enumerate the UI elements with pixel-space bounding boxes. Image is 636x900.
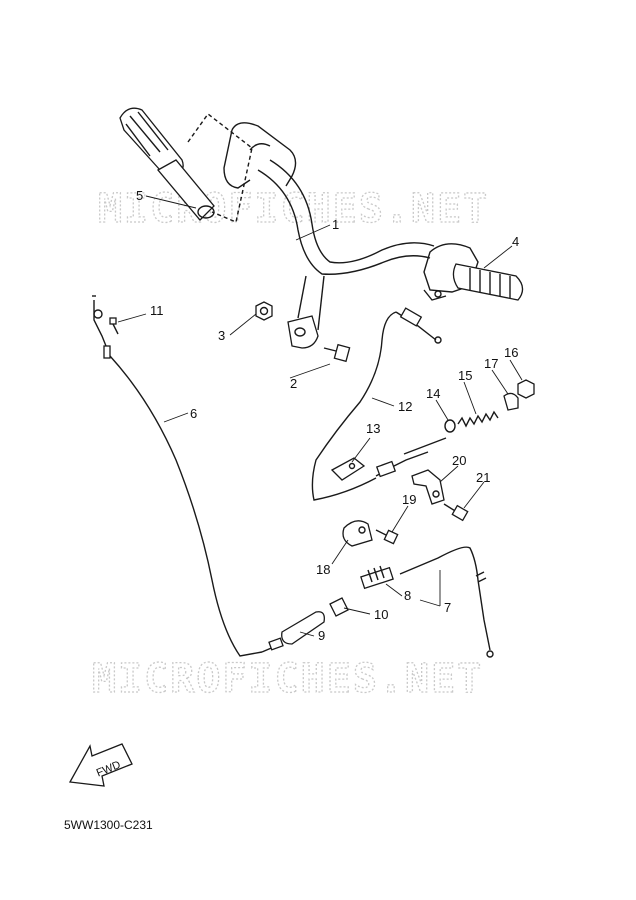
callout-4: 4 — [512, 234, 519, 249]
watermark-bottom: MICROFICHES.NET — [92, 656, 483, 702]
callout-5: 5 — [136, 188, 143, 203]
screw-part-2[interactable] — [375, 529, 399, 545]
callout-13: 13 — [366, 421, 380, 436]
callout-3: 3 — [218, 328, 225, 343]
callout-18: 18 — [316, 562, 330, 577]
callout-16: 16 — [504, 345, 518, 360]
callout-numbers: 1 2 3 4 5 6 7 8 9 10 11 12 13 14 15 16 1… — [136, 188, 519, 643]
callout-7: 7 — [444, 600, 451, 615]
bracket-part-2[interactable] — [411, 469, 445, 505]
callout-20: 20 — [452, 453, 466, 468]
nut-part-2[interactable] — [517, 379, 535, 399]
junction-part[interactable] — [360, 565, 394, 590]
bolt-part-2[interactable] — [443, 503, 469, 522]
callout-17: 17 — [484, 356, 498, 371]
watermark-top: MICROFICHES.NET — [98, 186, 489, 232]
holder-part-2[interactable] — [342, 520, 373, 547]
cable-assembly-part[interactable] — [399, 546, 494, 658]
diagram-code-label: 5WW1300-C231 — [64, 818, 153, 832]
throttle-cable-part[interactable] — [92, 295, 284, 657]
callout-19: 19 — [402, 492, 416, 507]
callout-10: 10 — [374, 607, 388, 622]
nut-part[interactable] — [255, 301, 273, 321]
callout-8: 8 — [404, 588, 411, 603]
throttle-grip-part[interactable] — [452, 263, 524, 301]
callout-12: 12 — [398, 399, 412, 414]
callout-9: 9 — [318, 628, 325, 643]
spring-part[interactable] — [457, 410, 499, 428]
cable-cover-part[interactable] — [281, 611, 325, 645]
callout-6: 6 — [190, 406, 197, 421]
washer-part[interactable] — [444, 419, 456, 433]
callout-15: 15 — [458, 368, 472, 383]
screw-part[interactable] — [109, 317, 119, 335]
joint-part[interactable] — [329, 597, 349, 617]
left-grip-part[interactable] — [119, 107, 253, 223]
callout-21: 21 — [476, 470, 490, 485]
callout-1: 1 — [332, 217, 339, 232]
callout-2: 2 — [290, 376, 297, 391]
holder-part[interactable] — [503, 392, 519, 411]
bolt-part[interactable] — [323, 343, 351, 363]
fwd-direction-arrow: FWD — [68, 743, 133, 787]
cable-part[interactable] — [311, 307, 447, 501]
callout-leaders — [117, 195, 523, 637]
callout-14: 14 — [426, 386, 440, 401]
callout-11: 11 — [150, 303, 164, 318]
handlebar-part[interactable] — [223, 122, 479, 349]
bracket-part[interactable] — [330, 457, 366, 481]
